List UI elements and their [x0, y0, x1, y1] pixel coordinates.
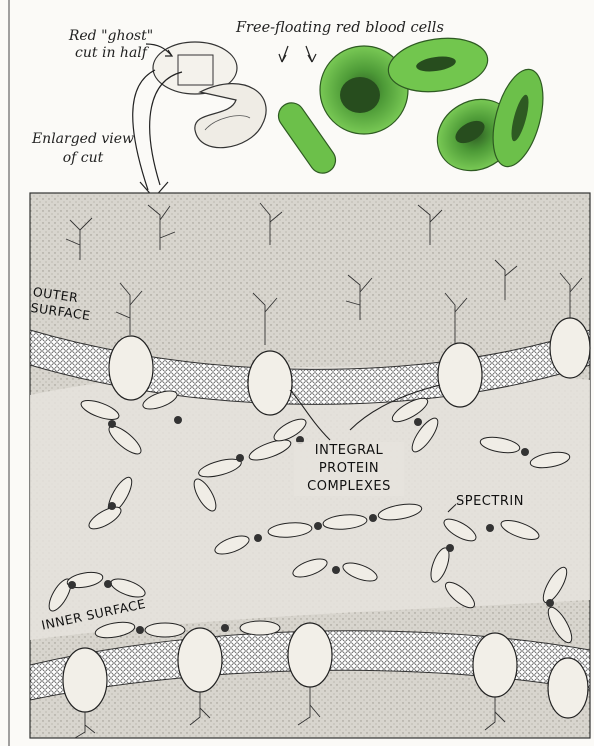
ghost-label-line1: Red "ghost"	[56, 28, 166, 45]
integral-line3: COMPLEXES	[294, 478, 404, 496]
ghost-cell	[153, 42, 266, 148]
ghost-label: Red "ghost" cut in half	[56, 28, 166, 62]
free-floating-label: Free-floating red blood cells	[236, 20, 444, 36]
spectrin-label: SPECTRIN	[456, 494, 524, 509]
enlarged-label-line1: Enlarged view	[22, 130, 144, 149]
integral-protein-label: INTEGRAL PROTEIN COMPLEXES	[294, 442, 404, 496]
enlarged-label: Enlarged view of cut	[22, 130, 144, 168]
integral-line1: INTEGRAL	[294, 442, 404, 460]
enlarged-label-line2: of cut	[22, 149, 144, 168]
integral-line2: PROTEIN	[294, 460, 404, 478]
ghost-label-line2: cut in half	[56, 45, 166, 62]
